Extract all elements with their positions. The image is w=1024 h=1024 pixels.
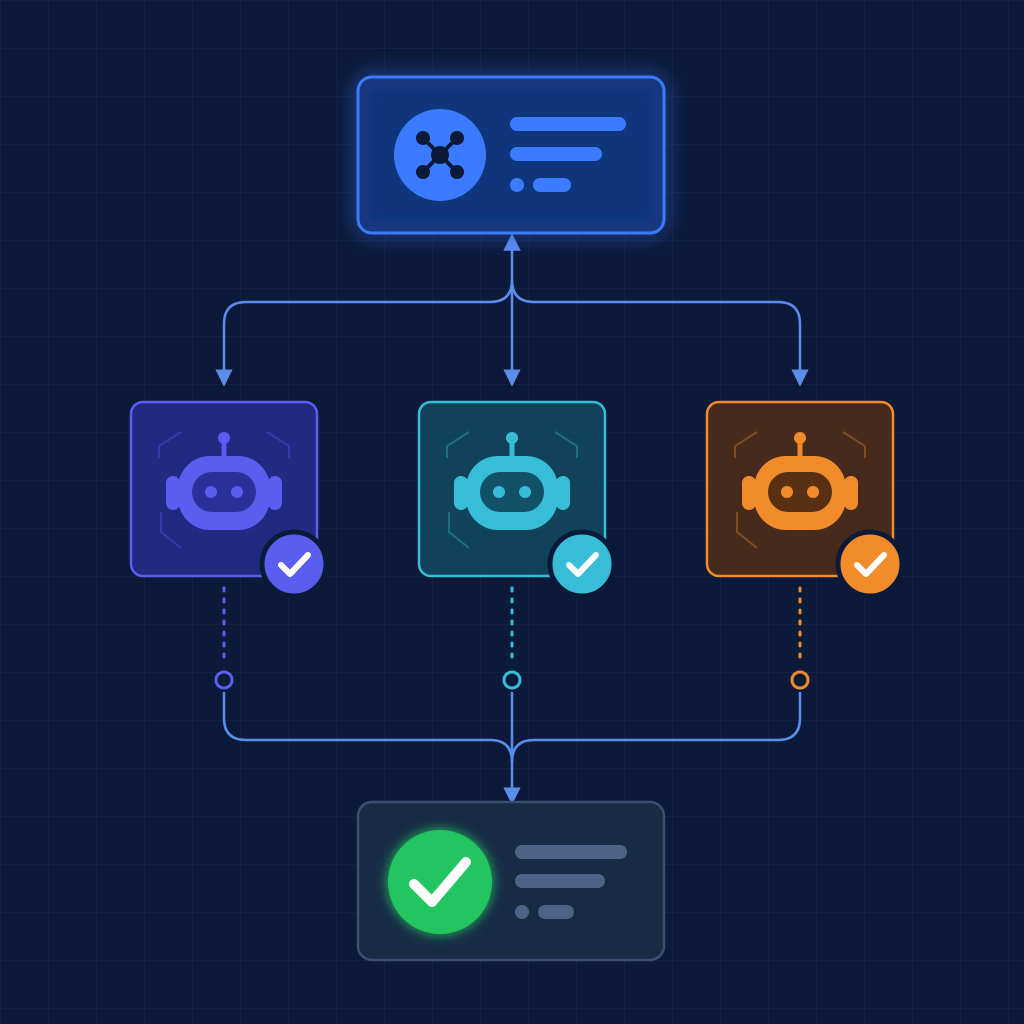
- agent-card-b[interactable]: [417, 400, 617, 599]
- circuit-trace: [554, 431, 578, 458]
- orchestrator-status-dot: [510, 178, 524, 192]
- merge-connectors: [214, 586, 810, 805]
- agent-output-port[interactable]: [214, 670, 234, 690]
- robot-ear-right: [556, 476, 570, 510]
- result-text-line-3: [538, 905, 574, 919]
- robot-eye-right: [519, 486, 531, 498]
- robot-eye-left: [205, 486, 217, 498]
- circuit-trace: [448, 512, 470, 549]
- circuit-traces: [158, 431, 290, 549]
- robot-antenna-tip: [794, 432, 806, 444]
- robot-ear-left: [454, 476, 468, 510]
- check-icon: [566, 552, 599, 577]
- circuit-trace: [736, 512, 758, 549]
- badge-circle: [835, 529, 905, 599]
- check-icon: [854, 552, 887, 577]
- check-circle-icon: [388, 830, 492, 934]
- robot-ear-right: [268, 476, 282, 510]
- agent-status-badge: [259, 529, 329, 599]
- robot-ear-right: [844, 476, 858, 510]
- circuit-traces: [734, 431, 866, 549]
- robot-eye-left: [781, 486, 793, 498]
- check-icon: [278, 552, 311, 577]
- orchestrator-text-line-2: [510, 147, 602, 161]
- robot-face: [480, 472, 544, 512]
- circuit-trace: [446, 431, 470, 458]
- network-hub-icon: [394, 109, 486, 201]
- robot-ear-left: [742, 476, 756, 510]
- connector-from-agent-a: [222, 692, 514, 763]
- result-card[interactable]: [356, 800, 666, 962]
- connector-to-agent-a: [215, 279, 514, 387]
- robot-icon: [166, 432, 282, 530]
- orchestrator-card[interactable]: [356, 75, 666, 235]
- circuit-traces: [446, 431, 578, 549]
- circuit-trace: [158, 431, 182, 458]
- robot-ear-left: [166, 476, 180, 510]
- agent-status-badge: [835, 529, 905, 599]
- circuit-trace: [266, 431, 290, 458]
- badge-circle: [547, 529, 617, 599]
- robot-antenna-tip: [506, 432, 518, 444]
- agent-cards: [129, 400, 905, 599]
- agent-output-port[interactable]: [502, 670, 522, 690]
- result-status-dot: [515, 905, 529, 919]
- agent-status-badge: [547, 529, 617, 599]
- robot-face: [192, 472, 256, 512]
- connector-to-agent-c: [510, 279, 809, 387]
- robot-face: [768, 472, 832, 512]
- orchestrator-text-line-1: [510, 117, 626, 131]
- connector-from-agent-c: [510, 692, 802, 763]
- circuit-trace: [734, 431, 758, 458]
- circuit-trace: [842, 431, 866, 458]
- circuit-trace: [160, 512, 182, 549]
- orchestrator-text-line-3: [533, 178, 571, 192]
- badge-circle: [259, 529, 329, 599]
- robot-eye-right: [807, 486, 819, 498]
- agent-output-port[interactable]: [790, 670, 810, 690]
- robot-eye-right: [231, 486, 243, 498]
- robot-icon: [454, 432, 570, 530]
- agent-card-a[interactable]: [129, 400, 329, 599]
- dispatch-connectors: [215, 233, 809, 387]
- robot-icon: [742, 432, 858, 530]
- agent-card-c[interactable]: [705, 400, 905, 599]
- robot-eye-left: [493, 486, 505, 498]
- result-text-line-1: [515, 845, 627, 859]
- robot-antenna-tip: [218, 432, 230, 444]
- result-text-line-2: [515, 874, 605, 888]
